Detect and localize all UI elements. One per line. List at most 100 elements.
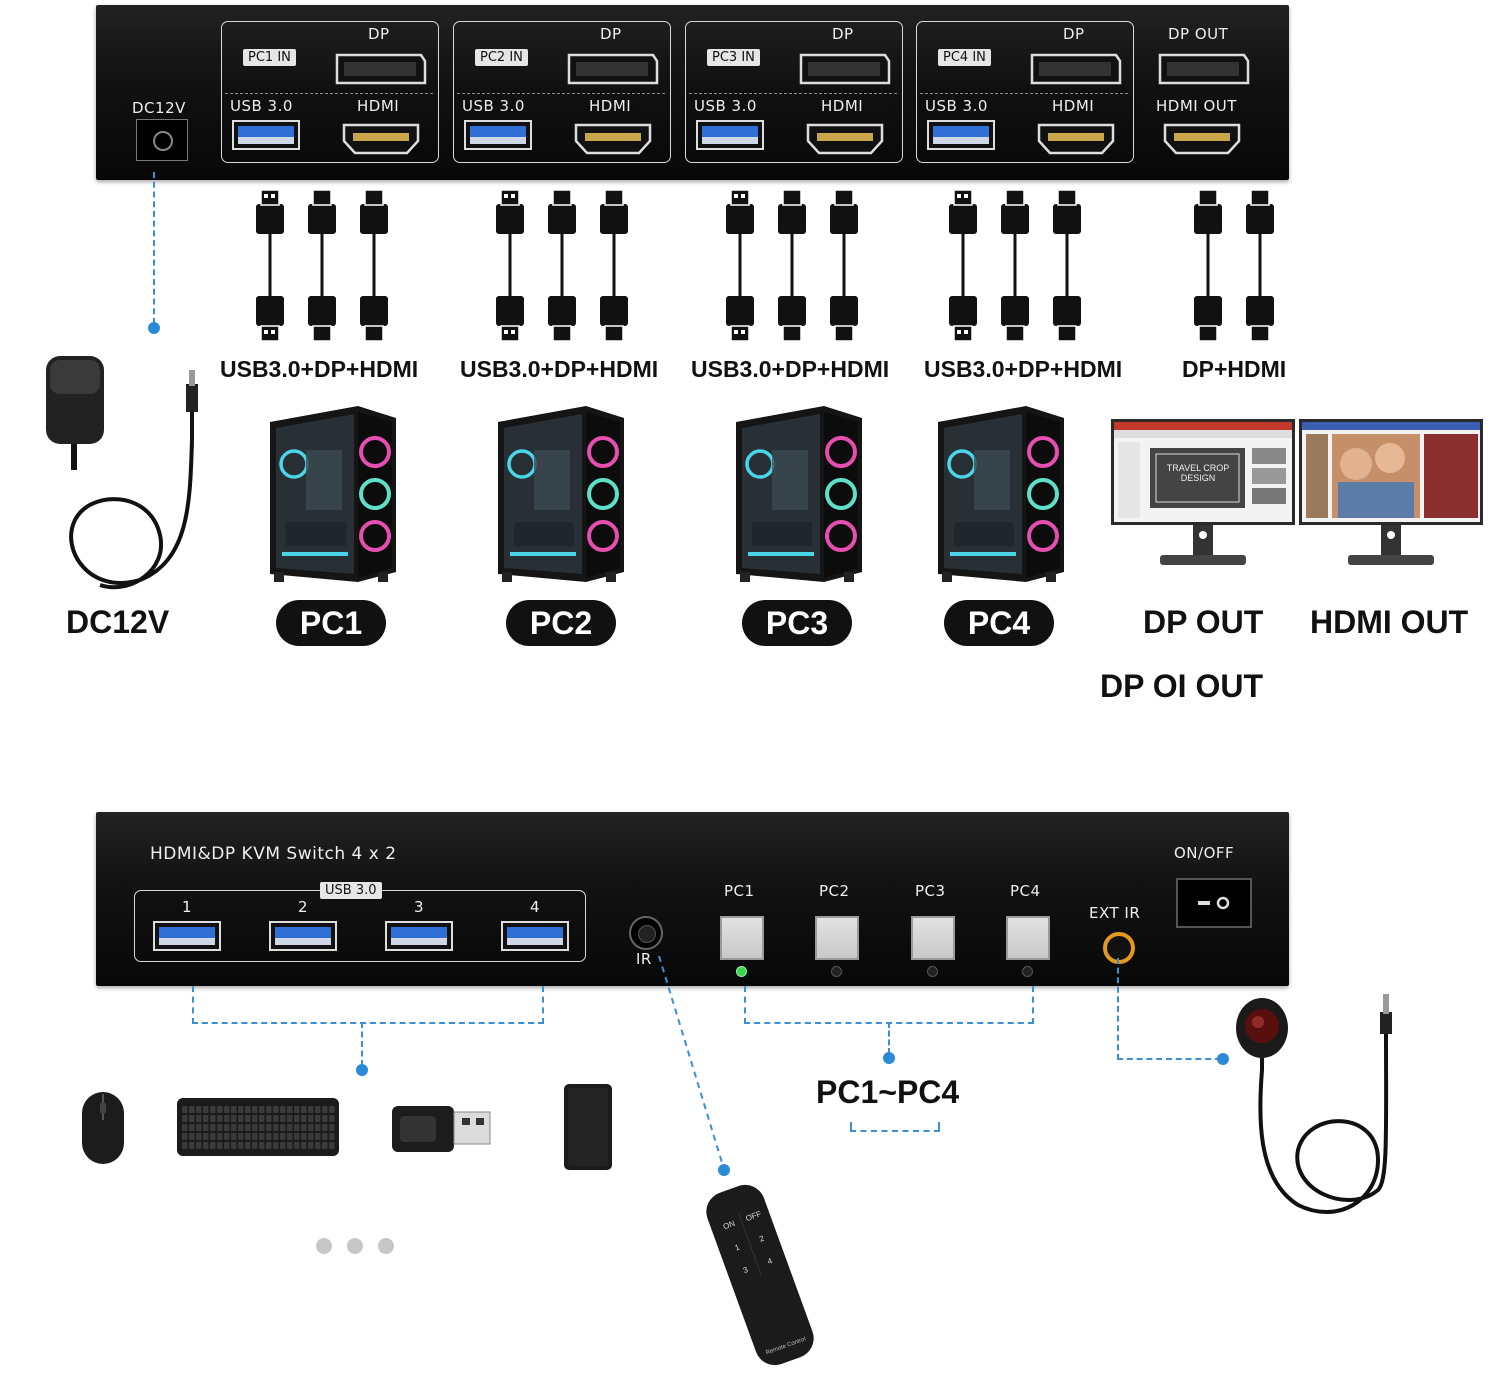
dp-out-label: DP OUT xyxy=(1168,25,1229,43)
usb-cable-icon xyxy=(493,188,527,347)
front-usb-port[interactable] xyxy=(384,920,454,957)
pc-tower-image xyxy=(728,402,868,591)
remote-key-4[interactable]: 4 xyxy=(766,1256,774,1266)
dp-in-label: DP xyxy=(1063,25,1085,43)
dp-in-label: DP xyxy=(832,25,854,43)
dp-in-port[interactable] xyxy=(797,51,892,92)
dc12v-caption: DC12V xyxy=(66,604,170,640)
hdmi-cable-icon xyxy=(1243,188,1277,347)
dp-cable-icon xyxy=(305,188,339,347)
dp-in-port[interactable] xyxy=(333,51,428,92)
cable-caption: USB3.0+DP+HDMI xyxy=(220,356,419,382)
more-dot xyxy=(316,1238,332,1254)
hdmi-in-label: HDMI xyxy=(589,97,632,115)
usb-in-label: USB 3.0 xyxy=(230,97,293,115)
hdmi-cable-icon xyxy=(357,188,391,347)
slide-text-1: TRAVEL CROP xyxy=(1167,463,1230,473)
usb-in-port[interactable] xyxy=(695,119,765,156)
more-dot xyxy=(378,1238,394,1254)
usb-port-number: 1 xyxy=(182,898,193,916)
pc-status-led xyxy=(927,966,938,977)
dp-oi-out-caption: DP OI OUT xyxy=(1100,668,1263,704)
pc-in-label: PC2 IN xyxy=(475,49,528,66)
front-usb-port[interactable] xyxy=(268,920,338,957)
usb-in-label: USB 3.0 xyxy=(925,97,988,115)
cable-caption: DP+HDMI xyxy=(1182,356,1287,382)
rear-group-pc1 xyxy=(221,21,439,163)
usb-port-number: 3 xyxy=(414,898,425,916)
dp-in-port[interactable] xyxy=(565,51,660,92)
monitor-hdmi-image xyxy=(1298,418,1484,578)
hdmi-out-label: HDMI OUT xyxy=(1156,97,1237,115)
pc-label-badge: PC3 xyxy=(742,600,852,646)
remote-key-3[interactable]: 3 xyxy=(742,1265,750,1275)
keyboard-image xyxy=(176,1094,340,1163)
hdmi-in-port[interactable] xyxy=(805,121,885,162)
pc-range-caption: PC1~PC4 xyxy=(816,1074,960,1110)
pc-range-dot xyxy=(883,1052,895,1064)
hdmi-in-port[interactable] xyxy=(1036,121,1116,162)
usb-cable-icon xyxy=(946,188,980,347)
ext-ir-label: EXT IR xyxy=(1089,904,1141,922)
dp-in-port[interactable] xyxy=(1028,51,1123,92)
pc-button-bracket xyxy=(744,986,1034,1024)
usb-drive-image xyxy=(390,1102,494,1159)
dp-cable-icon xyxy=(545,188,579,347)
ext-ir-jack[interactable] xyxy=(1103,932,1135,964)
front-usb-port[interactable] xyxy=(152,920,222,957)
pc-button-label: PC4 xyxy=(1010,882,1041,900)
pc-status-led xyxy=(831,966,842,977)
ir-extender-image xyxy=(1228,990,1408,1225)
hdmi-in-port[interactable] xyxy=(573,121,653,162)
dc-connector-line xyxy=(153,172,155,324)
ir-label: IR xyxy=(636,950,652,968)
usb-hub-label: USB 3.0 xyxy=(320,882,382,899)
pc-in-label: PC3 IN xyxy=(707,49,760,66)
ext-ir-line xyxy=(1117,958,1221,1060)
hdmi-in-label: HDMI xyxy=(821,97,864,115)
pc-tower-image xyxy=(262,402,402,591)
hdmi-out-caption: HDMI OUT xyxy=(1310,604,1469,640)
pc-status-led xyxy=(736,966,747,977)
slide-text-2: DESIGN xyxy=(1181,473,1216,483)
mouse-image xyxy=(80,1090,126,1171)
front-usb-port[interactable] xyxy=(500,920,570,957)
usb-bracket xyxy=(192,986,544,1024)
pc-select-button[interactable] xyxy=(1006,916,1050,960)
dc-connector-dot xyxy=(148,322,160,334)
remote-key-1[interactable]: 1 xyxy=(734,1242,742,1252)
hdmi-out-port[interactable] xyxy=(1162,121,1242,162)
pc-select-button[interactable] xyxy=(815,916,859,960)
dp-cable-icon xyxy=(775,188,809,347)
hdmi-in-port[interactable] xyxy=(341,121,421,162)
dp-in-label: DP xyxy=(368,25,390,43)
dp-cable-icon xyxy=(998,188,1032,347)
remote-control-image: ON OFF 1 2 3 4 Remote Control xyxy=(690,1180,830,1375)
usb-in-port[interactable] xyxy=(926,119,996,156)
pc-select-button[interactable] xyxy=(911,916,955,960)
pc-select-button[interactable] xyxy=(720,916,764,960)
hdmi-cable-icon xyxy=(827,188,861,347)
usb-cable-icon xyxy=(253,188,287,347)
remote-on-key[interactable]: ON xyxy=(722,1219,737,1232)
dc-jack xyxy=(136,119,188,161)
power-switch-label: ON/OFF xyxy=(1174,844,1235,862)
pc-in-label: PC4 IN xyxy=(938,49,991,66)
pc-label-badge: PC2 xyxy=(506,600,616,646)
remote-key-2[interactable]: 2 xyxy=(758,1234,766,1244)
hdmi-cable-icon xyxy=(1050,188,1084,347)
usb-in-port[interactable] xyxy=(463,119,533,156)
pc-status-led xyxy=(1022,966,1033,977)
monitor-dp-image: TRAVEL CROP DESIGN xyxy=(1110,418,1296,578)
rear-group-pc2 xyxy=(453,21,671,163)
power-switch[interactable] xyxy=(1176,878,1252,928)
usb-in-label: USB 3.0 xyxy=(462,97,525,115)
dp-in-label: DP xyxy=(600,25,622,43)
hdmi-cable-icon xyxy=(597,188,631,347)
dp-out-caption: DP OUT xyxy=(1143,604,1264,640)
dp-out-port[interactable] xyxy=(1156,51,1251,92)
power-adapter-image xyxy=(40,350,215,605)
usb-in-port[interactable] xyxy=(231,119,301,156)
ir-connector-line xyxy=(658,955,730,1176)
usb-port-number: 4 xyxy=(530,898,541,916)
